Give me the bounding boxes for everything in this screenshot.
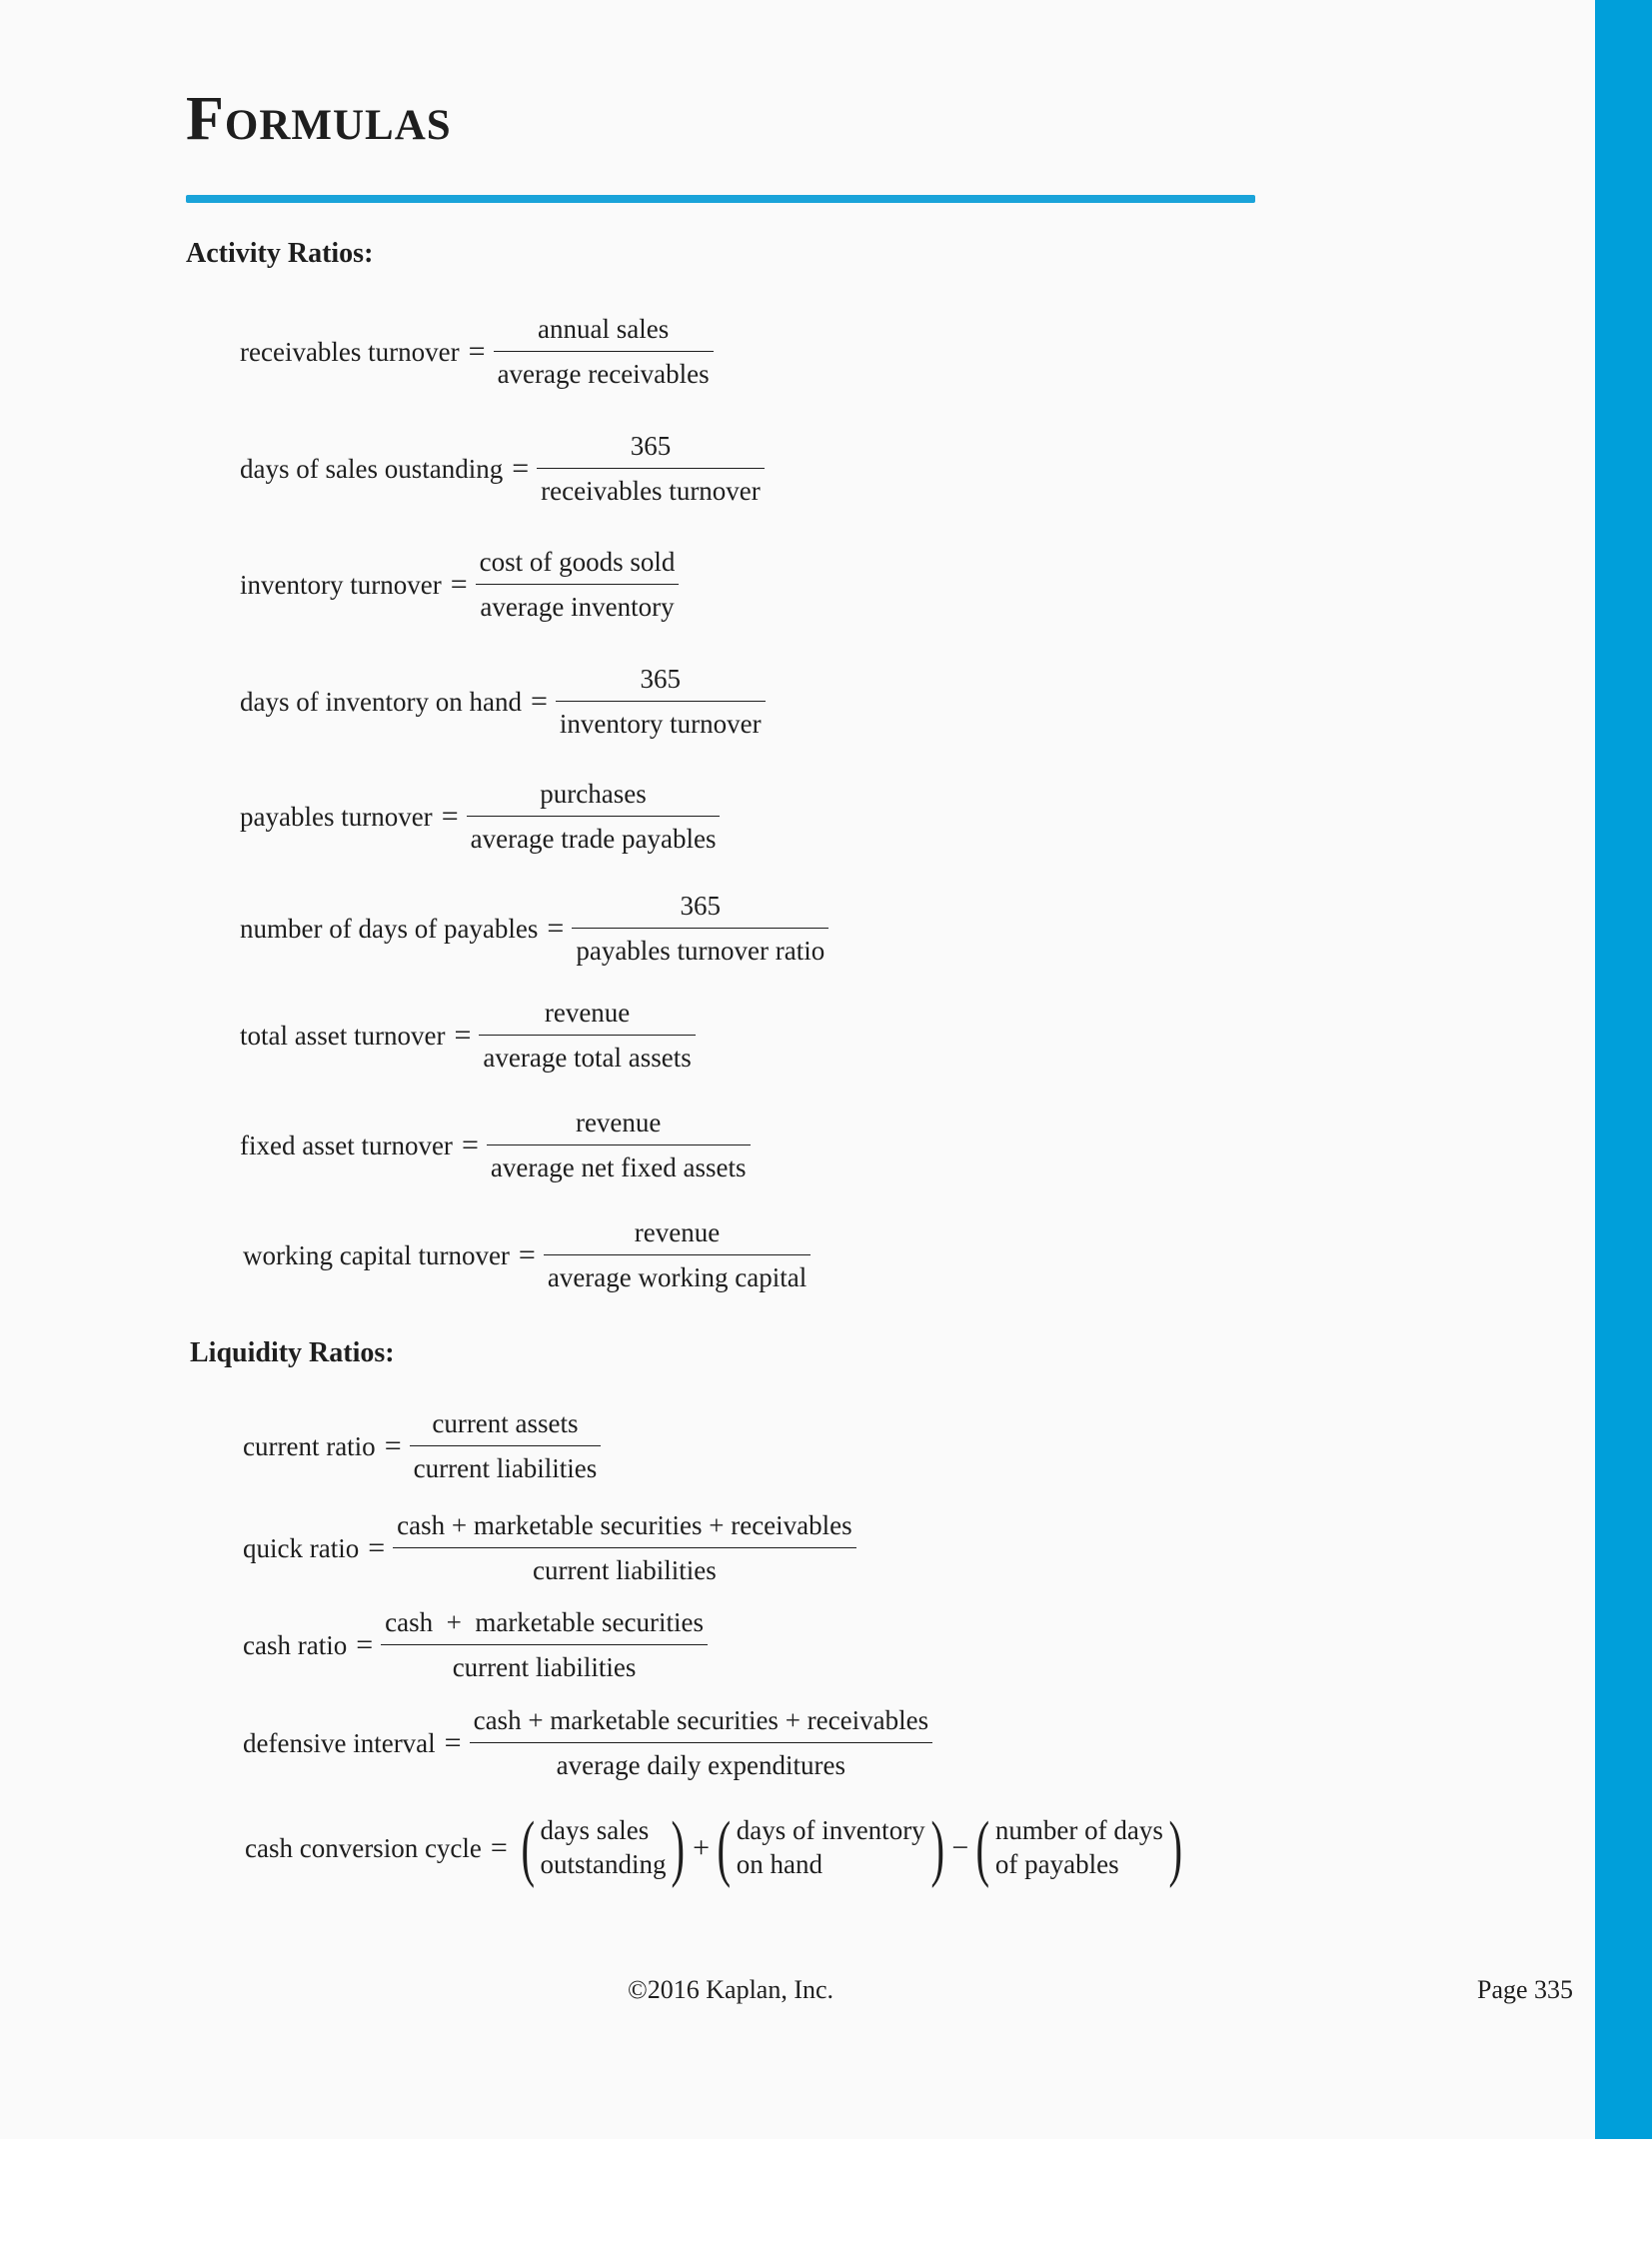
plus-operator: + [693,1831,711,1864]
denominator: average daily expenditures [556,1750,846,1780]
formula-lhs: days of inventory on hand [240,686,522,717]
page-number: Page 335 [1477,1975,1574,2004]
denominator: receivables turnover [541,476,761,506]
formula-lhs: number of days of payables [240,913,539,944]
formula-lhs: inventory turnover [240,569,442,600]
numerator: cash + marketable securities + receivabl… [393,1512,856,1548]
page-title: Formulas [186,85,452,153]
formula-lhs: total asset turnover [240,1020,446,1051]
fraction: 365 payables turnover ratio [572,893,829,966]
fraction: cost of goods sold average inventory [475,549,680,622]
fraction: 365 inventory turnover [555,666,766,739]
liquidity-ratios-heading: Liquidity Ratios: [190,1337,395,1368]
numerator: annual sales [493,316,714,352]
fraction: cash + marketable securities current liab… [381,1609,708,1681]
fraction: cash + marketable securities + receivabl… [393,1512,856,1584]
formula-lhs: days of sales oustanding [240,453,504,484]
formula-lhs: working capital turnover [243,1239,510,1270]
fraction: annual sales average receivables [493,316,714,389]
formula-quick-ratio: quick ratio= cash + marketable securitie… [243,1512,856,1584]
denominator: payables turnover ratio [576,936,826,966]
numerator: 365 [572,893,829,929]
denominator: current liabilities [413,1453,598,1483]
denominator: average trade payables [470,824,717,854]
numerator: revenue [543,1219,812,1255]
numerator: cash + marketable securities + receivabl… [469,1707,933,1743]
numerator: cash + marketable securities [381,1609,708,1645]
fraction: revenue average working capital [543,1219,812,1292]
numerator: cost of goods sold [475,549,680,585]
formula-lhs: current ratio [243,1430,376,1461]
formula-lhs: defensive interval [243,1727,436,1758]
denominator: average inventory [480,592,675,622]
denominator: current liabilities [533,1555,717,1585]
denominator: average receivables [497,359,710,389]
fraction: current assets current liabilities [409,1410,602,1483]
title-rule [186,195,1255,203]
denominator: inventory turnover [559,709,762,739]
ccc-term-days-of-payables: ( number of days of payables ) [975,1807,1182,1889]
formula-lhs: cash ratio [243,1629,348,1660]
numerator: 365 [555,666,766,702]
denominator: average net fixed assets [490,1152,747,1182]
ccc-term-days-sales-outstanding: ( days sales outstanding ) [521,1807,686,1889]
numerator: purchases [466,781,721,817]
numerator: current assets [409,1410,602,1446]
formula-defensive-interval: defensive interval= cash + marketable se… [243,1707,933,1780]
minus-operator: − [951,1831,969,1864]
denominator: average working capital [547,1262,808,1292]
numerator: 365 [537,433,765,469]
denominator: average total assets [483,1043,692,1073]
formula-lhs: payables turnover [240,801,433,832]
fraction: 365 receivables turnover [537,433,765,505]
formula-lhs: cash conversion cycle [245,1832,482,1863]
activity-ratios-heading: Activity Ratios: [186,238,374,269]
page [0,0,1595,2139]
denominator: current liabilities [452,1652,637,1682]
fraction: revenue average total assets [479,1000,696,1073]
numerator: revenue [486,1110,751,1145]
side-color-bar [1595,0,1652,2139]
fraction: cash + marketable securities + receivabl… [469,1707,933,1780]
formula-lhs: receivables turnover [240,336,460,367]
ccc-term-days-of-inventory: ( days of inventory on hand ) [717,1807,944,1889]
formula-lhs: fixed asset turnover [240,1130,453,1160]
formula-lhs: quick ratio [243,1532,360,1563]
formula-cash-ratio: cash ratio= cash + marketable securities… [243,1609,708,1681]
fraction: revenue average net fixed assets [486,1110,751,1182]
copyright: ©2016 Kaplan, Inc. [628,1975,834,2004]
formula-cash-conversion-cycle: cash conversion cycle= ( days sales outs… [245,1811,1188,1885]
fraction: purchases average trade payables [466,781,721,854]
numerator: revenue [479,1000,696,1036]
